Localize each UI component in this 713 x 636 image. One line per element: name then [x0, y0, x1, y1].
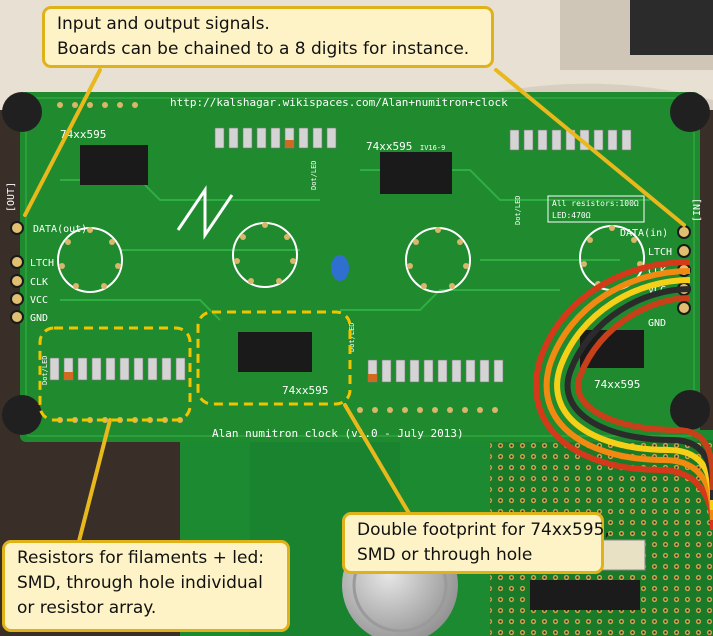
silk-dot-led-2: Dot/LED — [514, 195, 522, 225]
silk-right-pin-1: DATA(in) — [620, 228, 668, 239]
callout-footprint-line2: SMD or through hole — [357, 545, 533, 565]
silk-left-pin-2: LTCH — [30, 258, 54, 269]
callout-signals-line1: Input and output signals. — [57, 14, 270, 34]
silk-url: http://kalshagar.wikispaces.com/Alan+num… — [170, 96, 508, 109]
silk-part-numbers: IV16-9 — [420, 144, 445, 152]
footprint-highlight — [196, 310, 352, 406]
silk-chip-right: 74xx595 — [594, 378, 640, 391]
callout-resistors-line1: Resistors for filaments + led: — [17, 548, 264, 568]
callout-signals-line2: Boards can be chained to a 8 digits for … — [57, 39, 470, 59]
chip-left — [80, 145, 148, 185]
silk-dot-led-1: Dot/LED — [310, 160, 318, 190]
silk-out-tag: [OUT] — [6, 182, 17, 212]
silk-right-pin-2: LTCH — [648, 247, 672, 258]
leader-lines — [23, 68, 686, 547]
silk-chip-left: 74xx595 — [60, 128, 106, 141]
silk-board-title: Alan numitron clock (v1.0 - July 2013) — [212, 427, 464, 440]
silk-chip-bottom: 74xx595 — [282, 384, 328, 397]
chip-bottom — [238, 332, 312, 372]
capacitor — [331, 255, 349, 281]
silk-left-pin-4: VCC — [30, 295, 48, 306]
main-pcb: http://kalshagar.wikispaces.com/Alan+num… — [2, 92, 710, 442]
silk-right-pin-5: GND — [648, 318, 666, 329]
logo-mark — [176, 185, 234, 240]
callout-footprint: Double footprint for 74xx595, SMD or thr… — [342, 512, 610, 574]
silk-dot-led-4: Dot/LED — [348, 322, 356, 352]
callout-signals: Input and output signals. Boards can be … — [42, 6, 494, 68]
chip-mid — [380, 152, 452, 194]
resistor-highlight — [38, 326, 192, 422]
callout-resistors: Resistors for filaments + led: SMD, thro… — [2, 540, 290, 632]
callout-resistors-line3: or resistor array. — [17, 598, 157, 618]
ribbon-cable — [533, 259, 713, 531]
callout-footprint-line1: Double footprint for 74xx595, — [357, 520, 610, 540]
silk-left-pin-3: CLK — [30, 277, 48, 288]
silk-left-pin-1: DATA(out) — [33, 224, 87, 235]
silk-chip-mid: 74xx595 — [366, 140, 412, 153]
silk-note-led: LED:470Ω — [552, 211, 591, 220]
silk-note-resistors: All resistors:100Ω — [552, 199, 639, 208]
silk-left-pin-5: GND — [30, 313, 48, 324]
callout-resistors-line2: SMD, through hole individual — [17, 573, 263, 593]
silk-dot-led-3: Dot/LED — [41, 355, 49, 385]
silk-in-tag: [IN] — [692, 198, 703, 222]
